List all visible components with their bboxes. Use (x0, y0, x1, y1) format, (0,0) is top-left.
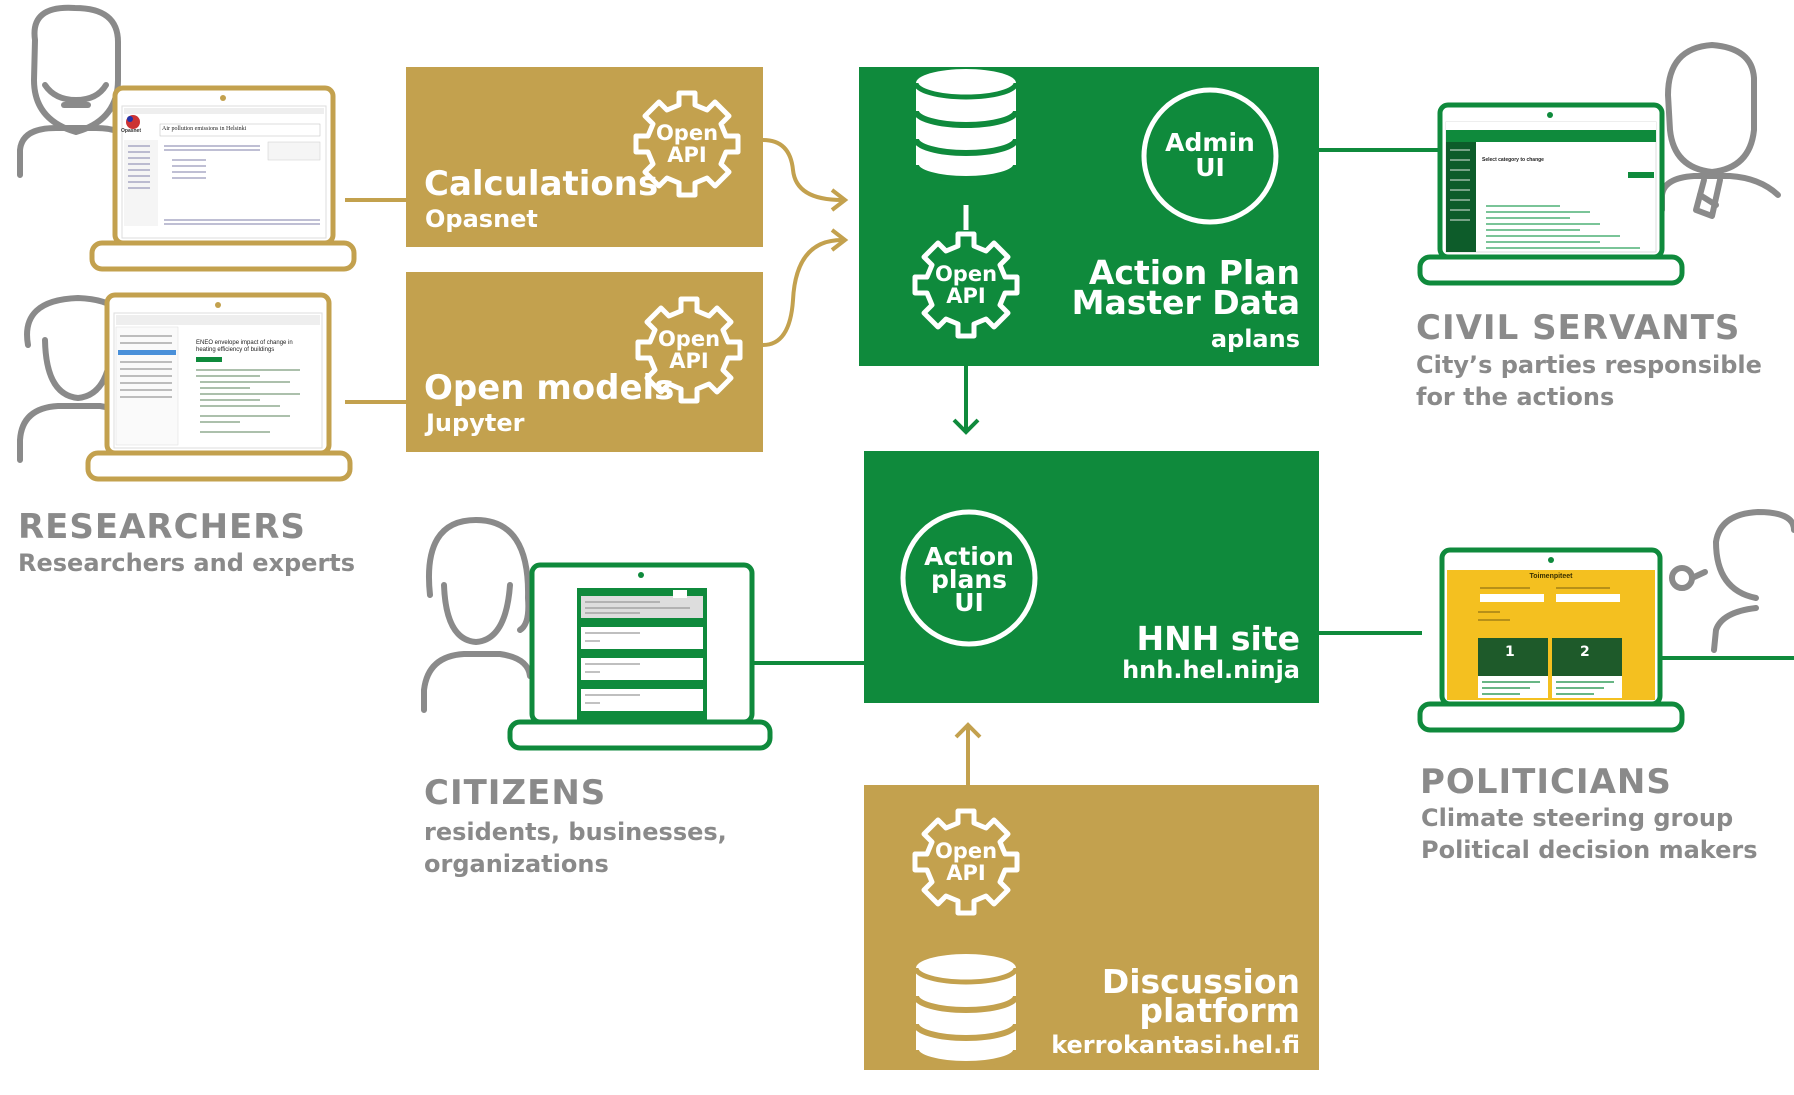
connectors (345, 138, 1794, 785)
citizen-woman-icon (421, 517, 533, 713)
card-1-number: 1 (1505, 644, 1515, 660)
citizens-laptop (507, 562, 773, 751)
master-hnh-arrowhead (952, 418, 980, 435)
opasnet-heading: Air pollution emissions in Helsinki (162, 126, 247, 132)
calc-arrowhead (830, 188, 849, 212)
citizens-subtitle: residents, businesses,organizations (424, 818, 727, 878)
civil-servant-icon (1659, 42, 1781, 219)
open-models-title: Open models (424, 368, 675, 408)
admin-ui-circle (1141, 87, 1279, 225)
card-2-number: 2 (1580, 644, 1590, 660)
calculations-box (406, 67, 763, 247)
calc-to-master-connector (762, 138, 843, 202)
opasnet-laptop (89, 85, 357, 272)
hnh-site-box (864, 451, 1319, 703)
hnh-site-title: HNH site (1136, 619, 1300, 658)
researchers-title: RESEARCHERS (18, 507, 306, 547)
aplans-heading: Select category to change (1482, 157, 1544, 163)
politicians-title: POLITICIANS (1420, 762, 1672, 802)
politician-icon (1669, 509, 1794, 653)
action-plans-ui-circle (900, 509, 1038, 647)
calculations-title: Calculations (424, 164, 659, 204)
politicians-laptop (1417, 547, 1685, 733)
researchers-subtitle: Researchers and experts (18, 549, 356, 577)
discussion-arrowhead (954, 722, 982, 739)
models-to-master-connector (762, 238, 843, 347)
models-arrowhead (830, 228, 849, 252)
discussion-subtitle: kerrokantasi.hel.fi (1051, 1031, 1300, 1059)
database-icon (916, 69, 1016, 181)
aplans-admin-laptop (1417, 102, 1685, 286)
open-models-box (406, 272, 763, 452)
calculations-subtitle: Opasnet (425, 205, 538, 233)
jupyter-heading: ENEO envelope impact of change in heatin… (196, 340, 293, 353)
open-models-subtitle: Jupyter (426, 409, 525, 437)
master-data-subtitle: aplans (1210, 325, 1300, 353)
citizens-title: CITIZENS (424, 773, 607, 813)
civil-servants-title: CIVIL SERVANTS (1416, 308, 1741, 348)
toimenpiteet-heading: Toimenpiteet (1529, 573, 1573, 580)
opasnet-brand: Opasnet (121, 128, 142, 134)
database-icon (916, 954, 1016, 1066)
hnh-site-subtitle: hnh.hel.ninja (1122, 656, 1300, 684)
discussion-platform-box (864, 785, 1319, 1070)
jupyter-laptop (85, 292, 353, 482)
master-data-box (859, 67, 1319, 366)
